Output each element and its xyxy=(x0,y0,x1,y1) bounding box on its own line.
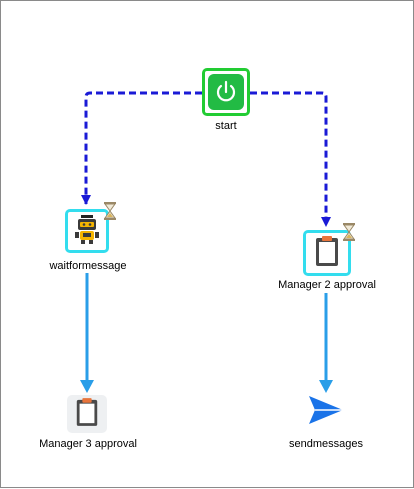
edge-start-arrowhead-left xyxy=(81,195,91,205)
start-node[interactable] xyxy=(202,68,250,116)
clipboard-icon xyxy=(313,235,341,272)
clipboard-icon xyxy=(74,397,100,432)
manager2-approval-node[interactable] xyxy=(303,230,351,276)
manager3-approval-label: Manager 3 approval xyxy=(39,438,137,450)
waitformessage-label: waitformessage xyxy=(49,260,127,272)
edge-start-to-manager2[interactable] xyxy=(250,91,328,226)
waitformessage-node[interactable] xyxy=(65,209,109,253)
edge-arrowhead-sendmessages xyxy=(319,380,333,393)
hourglass-icon xyxy=(342,223,356,246)
sendmessages-label: sendmessages xyxy=(289,438,363,450)
edge-arrowhead-manager3 xyxy=(80,380,94,393)
edge-start-to-waitformessage[interactable] xyxy=(84,91,202,204)
hourglass-icon xyxy=(103,202,117,225)
edge-start-arrowhead-right xyxy=(321,217,331,227)
manager3-approval-node[interactable] xyxy=(67,395,107,433)
power-icon xyxy=(208,74,244,110)
start-label: start xyxy=(215,120,237,132)
robot-icon xyxy=(71,213,103,250)
paper-plane-icon xyxy=(307,394,345,431)
sendmessages-node[interactable] xyxy=(304,393,348,431)
manager2-approval-label: Manager 2 approval xyxy=(278,279,376,291)
